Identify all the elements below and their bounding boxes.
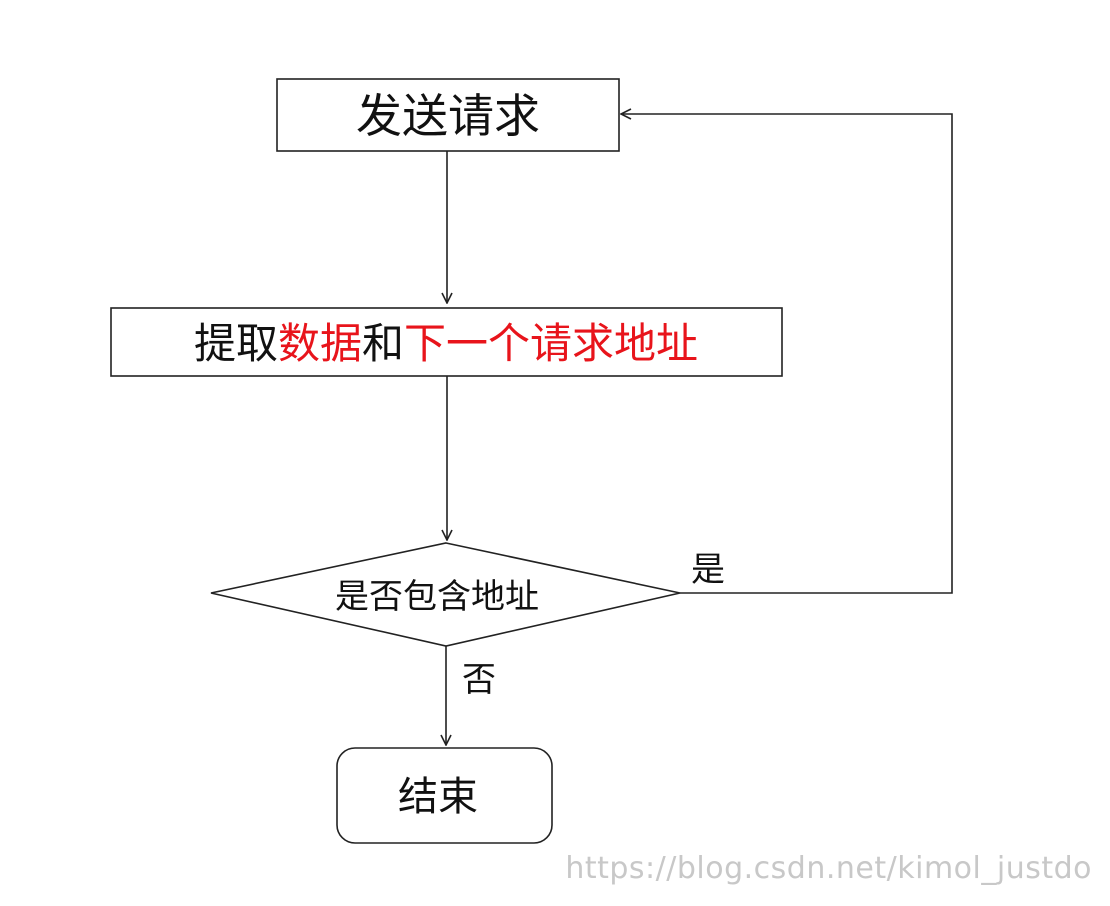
node-decision: 是否包含地址 xyxy=(210,542,681,647)
edge-yes-label: 是 xyxy=(691,550,725,590)
edge-no-label: 否 xyxy=(462,660,496,700)
node-send-request-label: 发送请求 xyxy=(356,89,540,143)
watermark-url: https://blog.csdn.net/kimol_justdo xyxy=(565,851,1092,886)
node-extract-label: 提取数据和下一个请求地址 xyxy=(194,319,698,368)
node-send-request-box xyxy=(276,78,620,152)
node-end-box xyxy=(336,747,553,844)
node-end-label: 结束 xyxy=(398,774,478,820)
node-extract-label-part1: 提取 xyxy=(194,319,278,368)
node-extract-label-part4: 下一个请求地址 xyxy=(404,319,698,368)
node-send-request: 发送请求 xyxy=(276,78,620,152)
node-extract-box xyxy=(110,307,783,377)
node-extract: 提取数据和下一个请求地址 xyxy=(110,307,783,377)
node-decision-label: 是否包含地址 xyxy=(335,577,539,617)
edge-yes-loop xyxy=(621,114,953,594)
node-end: 结束 xyxy=(336,747,553,844)
node-extract-label-part2: 数据 xyxy=(278,319,362,368)
node-extract-label-part3: 和 xyxy=(362,319,404,368)
